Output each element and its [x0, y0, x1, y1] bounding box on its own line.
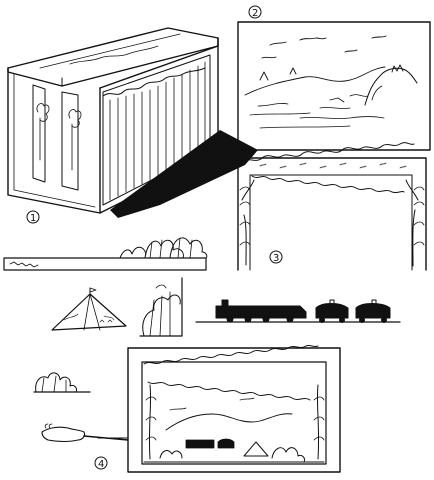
box-shadow: [110, 130, 258, 218]
tent-cutout: [51, 287, 127, 331]
ground-row-bushes: [3, 237, 208, 271]
label-4-circle: [94, 456, 108, 470]
small-bush-cutout: [33, 372, 91, 393]
hand-holding-stick: [41, 423, 129, 443]
label-2-circle: [248, 5, 262, 19]
backdrop-landscape: [237, 21, 431, 151]
tank-car-1: [315, 303, 349, 319]
label-4: 4: [98, 459, 104, 470]
train-cutout: [195, 299, 401, 323]
proscenium-frame: [237, 142, 427, 271]
diorama-box: [7, 27, 258, 218]
locomotive: [215, 299, 307, 319]
label-2: 2: [252, 8, 258, 19]
label-1: 1: [30, 213, 36, 224]
box-curtain: [102, 54, 211, 206]
label-1-circle: [26, 210, 40, 224]
tank-car-2: [355, 303, 391, 319]
label-3-circle: [269, 250, 283, 264]
assembled-theatre: [127, 344, 341, 473]
side-bush-cutout: [139, 277, 183, 337]
label-3: 3: [273, 253, 279, 264]
